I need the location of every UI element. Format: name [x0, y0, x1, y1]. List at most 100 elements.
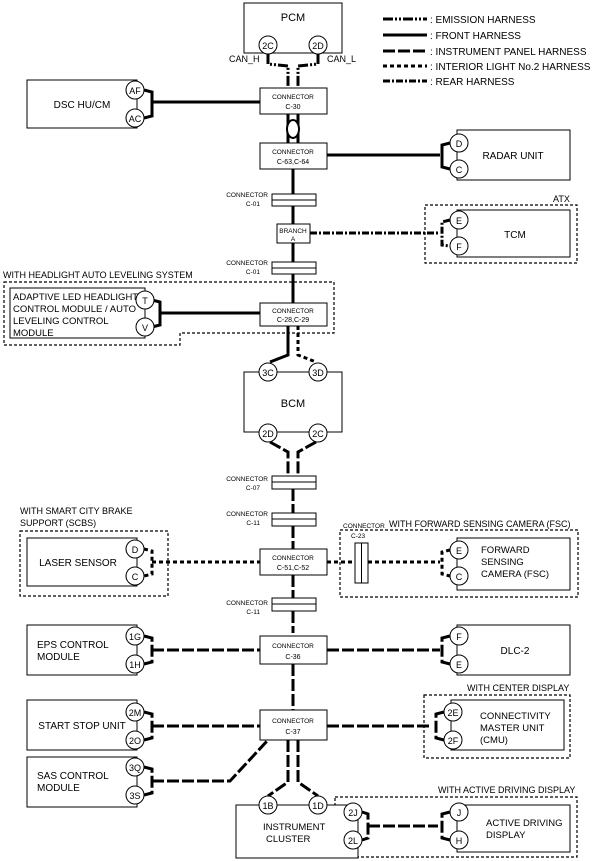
- module-laser: [26, 537, 138, 587]
- pin-fsc-c: [449, 566, 469, 586]
- legend-label-instrument: : INSTRUMENT PANEL HARNESS: [430, 47, 587, 58]
- module-tcm: [456, 209, 571, 258]
- pin-fsc-c-label: C: [456, 572, 463, 582]
- pin-bcm-2c-label: 2C: [312, 429, 324, 439]
- pin-bcm-3c-label: 3C: [262, 368, 274, 378]
- wire-laser: [143, 547, 260, 578]
- legend-label-emission: : EMISSION HARNESS: [430, 15, 536, 26]
- pin-radar-c: [449, 159, 469, 179]
- pin-startstop-2m: [125, 702, 145, 722]
- legend-label-front: : FRONT HARNESS: [430, 31, 521, 42]
- pin-pcm-2c-label: 2C: [262, 41, 274, 51]
- label-can-h: CAN_H: [229, 54, 260, 64]
- pin-dlc-e: [449, 654, 469, 674]
- pin-cmu-2e: [443, 702, 463, 722]
- module-cmu-line3: (CMU): [480, 735, 508, 746]
- module-eps-line2: MODULE: [37, 652, 80, 663]
- pin-radar-d: [449, 133, 469, 153]
- branch-a-line1: BRANCH: [279, 228, 307, 235]
- connector-c28-line2: C-28,C-29: [277, 317, 309, 324]
- option-box-add: [334, 796, 578, 858]
- module-headlight-line3: LEVELING CONTROL: [13, 316, 109, 327]
- pin-radar-c-label: C: [456, 165, 463, 175]
- pin-cluster-2l: [343, 830, 363, 850]
- pin-dsc-af: [125, 80, 145, 100]
- module-headlight-line1: ADAPTIVE LED HEADLIGHTS: [13, 292, 144, 303]
- pin-cluster-2j: [343, 802, 363, 822]
- pin-sas-3q: [125, 757, 145, 777]
- module-dlc-label: DLC-2: [501, 646, 530, 657]
- pin-headlight-t-label: T: [142, 296, 148, 306]
- wire-add: [361, 810, 451, 842]
- connector-c01-a-line2: C-01: [246, 201, 260, 208]
- module-headlight: [9, 287, 146, 339]
- connector-c36-line2: C-36: [285, 654, 300, 661]
- pin-startstop-2o-label: 2O: [129, 736, 141, 746]
- pin-laser-d-label: D: [132, 545, 139, 555]
- connector-c63-c64: [259, 142, 328, 170]
- pin-dsc-ac-label: AC: [129, 114, 142, 124]
- label-with-add: WITH ACTIVE DRIVING DISPLAY: [438, 785, 575, 795]
- pin-tcm-f-label: F: [456, 242, 462, 252]
- wire-cmu: [327, 710, 445, 742]
- pin-dlc-f-label: F: [456, 632, 462, 642]
- pin-fsc-e: [449, 540, 469, 560]
- pin-add-h-label: H: [456, 836, 463, 846]
- pin-pcm-2c: [258, 35, 278, 55]
- module-cluster-line2: CLUSTER: [266, 834, 310, 845]
- module-fsc-line1: FORWARD: [481, 545, 530, 556]
- pin-fsc-e-label: E: [456, 546, 462, 556]
- module-cluster-line1: INSTRUMENT: [263, 822, 325, 833]
- connector-c51-line2: C-51,C-52: [277, 565, 309, 572]
- pin-cmu-2f: [443, 730, 463, 750]
- connector-c30-line1: CONNECTOR: [272, 94, 314, 101]
- module-sas: [26, 756, 138, 808]
- label-with-center: WITH CENTER DISPLAY: [467, 683, 569, 693]
- module-cmu-line1: CONNECTIVITY: [480, 711, 551, 722]
- pin-startstop-2o: [125, 730, 145, 750]
- option-box-headlight: [3, 281, 335, 346]
- option-box-atx: [424, 204, 578, 264]
- wire-radar: [327, 141, 451, 171]
- wire-headlight: [151, 298, 260, 329]
- option-box-fsc: [339, 529, 579, 598]
- pin-bcm-3d: [308, 362, 328, 382]
- label-can-l: CAN_L: [327, 54, 356, 64]
- wire-fsc: [327, 548, 451, 578]
- module-bcm: [243, 371, 343, 433]
- pin-laser-d: [125, 539, 145, 559]
- connector-c07-line2: C-07: [246, 485, 260, 492]
- pin-add-j-label: J: [457, 808, 462, 818]
- module-radar: [456, 129, 571, 181]
- wire-bcm-2d: [269, 440, 290, 476]
- module-laser-label: LASER SENSOR: [39, 558, 117, 569]
- connector-c28-line1: CONNECTOR: [272, 308, 314, 315]
- pin-bcm-3c: [258, 362, 278, 382]
- connector-c63-line1: CONNECTOR: [272, 149, 314, 156]
- pin-headlight-v-label: V: [142, 323, 148, 333]
- wire-pcm-can-l: [296, 54, 320, 88]
- connector-c23-line1: CONNECTOR: [343, 523, 385, 530]
- pin-bcm-3d-label: 3D: [312, 368, 324, 378]
- module-sas-line1: SAS CONTROL: [37, 771, 109, 782]
- connector-c07-line1: CONNECTOR: [226, 476, 268, 483]
- connector-c01-b-line2: C-01: [246, 269, 260, 276]
- connector-c11-b-line2: C-11: [246, 609, 260, 616]
- wire-c37-1d: [296, 740, 319, 798]
- connector-c23-line2: C-23: [351, 533, 365, 540]
- wire-pcm-can-h: [266, 54, 290, 88]
- legend-label-rear: : REAR HARNESS: [430, 77, 515, 88]
- connector-c11-b-line1: CONNECTOR: [226, 600, 268, 607]
- pin-headlight-t: [135, 290, 155, 310]
- label-with-fsc: WITH FORWARD SENSING CAMERA (FSC): [389, 519, 571, 529]
- pin-startstop-2m-label: 2M: [129, 708, 142, 718]
- connector-c37-line2: C-37: [285, 729, 300, 736]
- connector-c51-c52: [259, 548, 328, 576]
- module-bcm-label: BCM: [281, 398, 305, 410]
- pin-cluster-1d-label: 1D: [312, 801, 324, 811]
- pin-eps-1h: [125, 654, 145, 674]
- option-box-scbs: [19, 530, 169, 597]
- pin-cluster-1d: [308, 795, 328, 815]
- pin-sas-3s: [125, 785, 145, 805]
